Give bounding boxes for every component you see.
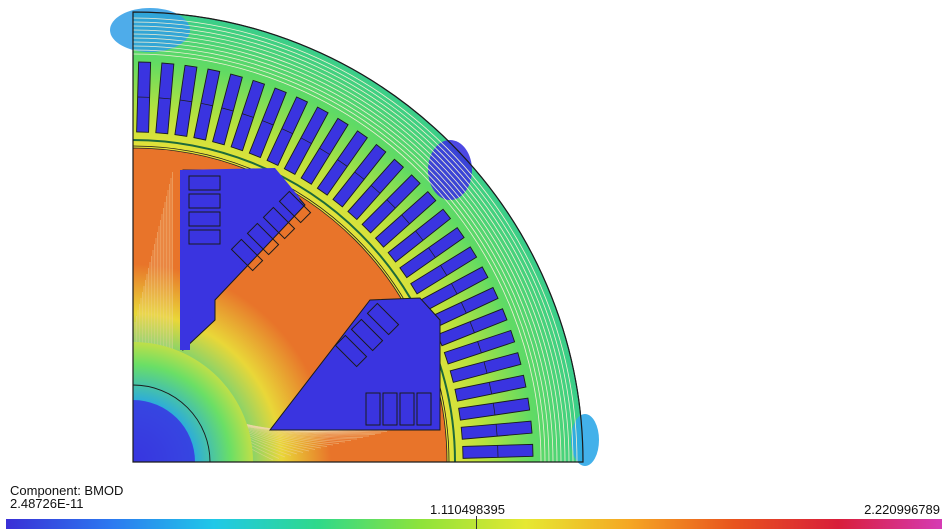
stator-flux-line	[132, 33, 562, 463]
stator-slot	[300, 117, 349, 185]
stator-flux-line	[132, 17, 578, 463]
stator-low-field-right	[571, 414, 599, 466]
stator-slot	[460, 420, 533, 440]
stator-slot	[374, 190, 437, 248]
stator-slot	[266, 96, 309, 167]
stator-slot	[174, 64, 198, 137]
stator-slot	[248, 87, 287, 159]
stator-slot	[449, 352, 522, 383]
stator-slot	[193, 68, 221, 141]
stator-low-field-mid	[428, 140, 472, 200]
stator-slot	[155, 62, 175, 135]
magnet-group-right-diagonal	[334, 302, 400, 368]
stator-flux-line	[132, 41, 554, 463]
stator-slot	[361, 174, 421, 234]
stator-flux-line	[132, 29, 566, 463]
stator-flux-line	[132, 21, 574, 463]
stator-slot	[230, 79, 266, 152]
outer-boundary	[132, 11, 584, 463]
stator-flux-line	[132, 49, 546, 463]
stator-slot	[316, 130, 368, 196]
component-label: Component: BMOD	[10, 483, 124, 498]
magnet-group-upper	[188, 175, 221, 245]
pole-pocket-main	[180, 168, 300, 350]
colorbar	[6, 519, 942, 529]
colorbar-max-value: 2.220996789	[864, 502, 940, 517]
stator-flux-lines	[132, 17, 578, 463]
stator-slots	[136, 61, 534, 459]
stator-slot	[443, 329, 516, 365]
stator-slot	[332, 143, 387, 208]
airgap-ring	[132, 139, 456, 463]
field-plot	[110, 8, 599, 466]
stator-slot	[462, 443, 534, 459]
stator-slot	[283, 106, 329, 175]
magnet-group-diagonal	[230, 190, 312, 272]
stator-slot	[212, 73, 243, 146]
stator-slot	[347, 158, 405, 221]
colorbar-min-value: 2.48726E-11	[10, 496, 84, 511]
stator-slot	[387, 208, 452, 263]
stator-slot	[454, 374, 527, 402]
stator-slot	[410, 246, 478, 295]
stator-slot	[458, 397, 531, 421]
shaft-inner	[133, 400, 195, 462]
magnet-group-lower	[365, 392, 432, 426]
colorbar-mid-value: 1.110498395	[430, 502, 505, 517]
airgap-ring-inner	[132, 145, 450, 463]
colorbar-mid-tick	[476, 516, 477, 529]
stator-flux-line	[132, 25, 570, 463]
stator-flux-line	[132, 45, 550, 463]
stator-slot	[136, 61, 152, 133]
stator-flux-line	[132, 53, 542, 463]
stator-slot	[399, 227, 465, 279]
stator-flux-line	[132, 37, 558, 463]
shaft-outline	[132, 384, 211, 463]
